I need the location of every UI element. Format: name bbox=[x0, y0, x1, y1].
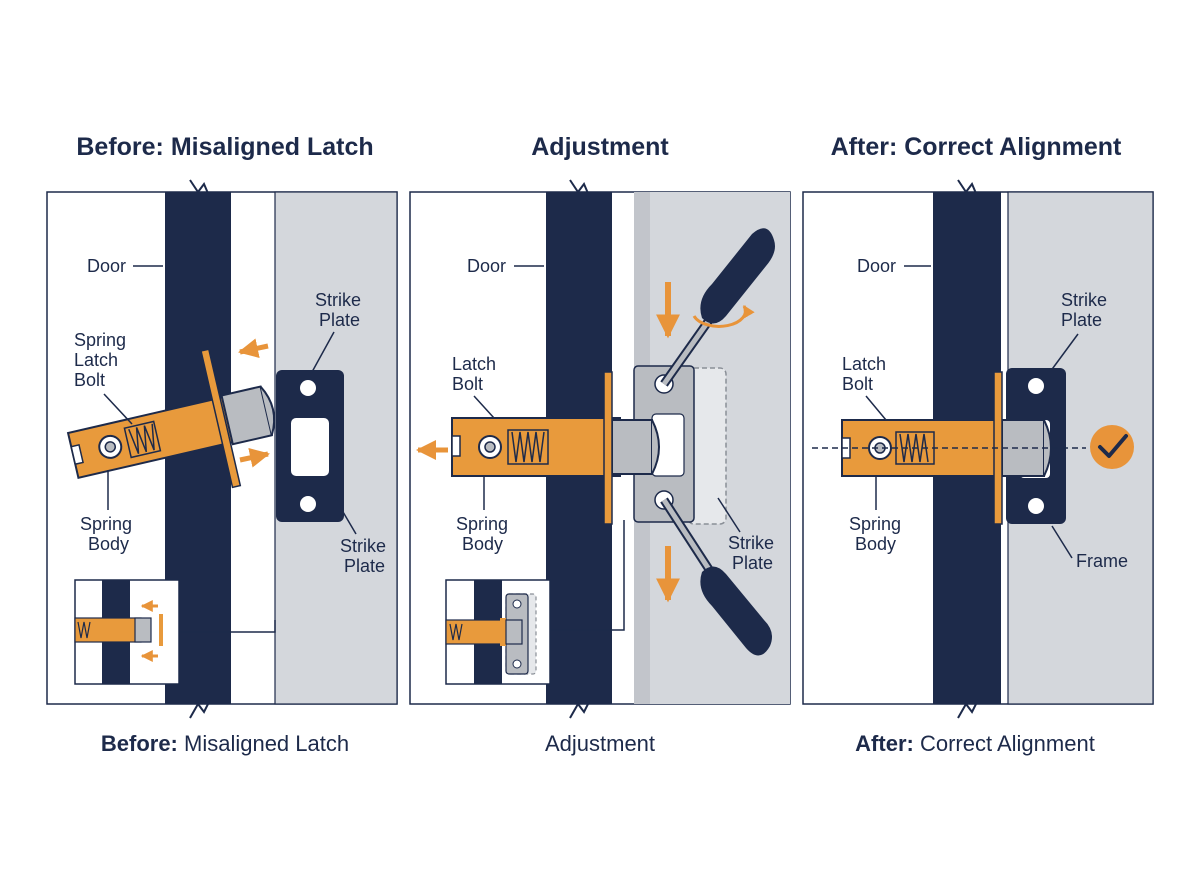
label-spring-body: Spring bbox=[80, 514, 132, 534]
svg-text:Body: Body bbox=[88, 534, 129, 554]
panel-before: Door Spring Latch Bolt Spring Body Strik… bbox=[46, 179, 398, 719]
panel-2-caption: Adjustment bbox=[400, 731, 800, 757]
label-door: Door bbox=[857, 256, 896, 276]
label-latch-bolt: Latch bbox=[452, 354, 496, 374]
panel-2-title: Adjustment bbox=[531, 133, 669, 161]
svg-text:Bolt: Bolt bbox=[842, 374, 873, 394]
panel-adjustment: Door Latch Bolt Spring Body Strike Plate bbox=[409, 179, 791, 719]
panel-after: Door Latch Bolt Spring Body Strike Plate… bbox=[802, 179, 1154, 719]
screwdriver-icon bbox=[660, 228, 775, 387]
caption-text: Adjustment bbox=[544, 731, 656, 756]
caption-bold: After: bbox=[855, 731, 914, 756]
arrow-icon bbox=[238, 338, 269, 359]
label-spring-body: Spring bbox=[849, 514, 901, 534]
arrow-icon bbox=[239, 447, 270, 468]
label-spring-latch-bolt: Spring bbox=[74, 330, 126, 350]
caption-bold: Before: bbox=[100, 731, 178, 756]
caption-text: Correct Alignment bbox=[913, 731, 1095, 756]
screwdriver-icon bbox=[660, 497, 772, 656]
svg-text:Plate: Plate bbox=[319, 310, 360, 330]
svg-text:Plate: Plate bbox=[732, 553, 773, 573]
label-door: Door bbox=[467, 256, 506, 276]
strike-plate-adjusting bbox=[633, 365, 727, 525]
svg-text:Bolt: Bolt bbox=[74, 370, 105, 390]
label-spring-body: Spring bbox=[456, 514, 508, 534]
strike-plate bbox=[276, 370, 344, 522]
panel-1-caption: Before: Misaligned Latch bbox=[25, 731, 425, 757]
panel-1-title: Before: Misaligned Latch bbox=[76, 133, 374, 161]
panel-3-title: After: Correct Alignment bbox=[830, 133, 1122, 161]
caption-text: Misaligned Latch bbox=[177, 731, 350, 756]
label-strike-plate: Strike bbox=[1061, 290, 1107, 310]
misaligned-latch bbox=[66, 348, 276, 489]
label-strike-plate: Strike bbox=[728, 533, 774, 553]
checkmark-icon bbox=[1090, 425, 1134, 469]
svg-text:Latch: Latch bbox=[74, 350, 118, 370]
inset-before bbox=[74, 579, 276, 685]
rotate-icon bbox=[692, 304, 755, 328]
label-frame: Frame bbox=[1076, 551, 1128, 571]
svg-text:Plate: Plate bbox=[344, 556, 385, 576]
label-latch-bolt: Latch bbox=[842, 354, 886, 374]
latch-bolt bbox=[451, 371, 660, 525]
panel-3-caption: After: Correct Alignment bbox=[775, 731, 1175, 757]
svg-text:Bolt: Bolt bbox=[452, 374, 483, 394]
svg-text:Plate: Plate bbox=[1061, 310, 1102, 330]
label-door: Door bbox=[87, 256, 126, 276]
svg-text:Body: Body bbox=[462, 534, 503, 554]
label-strike-plate: Strike bbox=[315, 290, 361, 310]
label-strike-plate: Strike bbox=[340, 536, 386, 556]
inset-adjustment bbox=[445, 520, 625, 685]
svg-text:Body: Body bbox=[855, 534, 896, 554]
